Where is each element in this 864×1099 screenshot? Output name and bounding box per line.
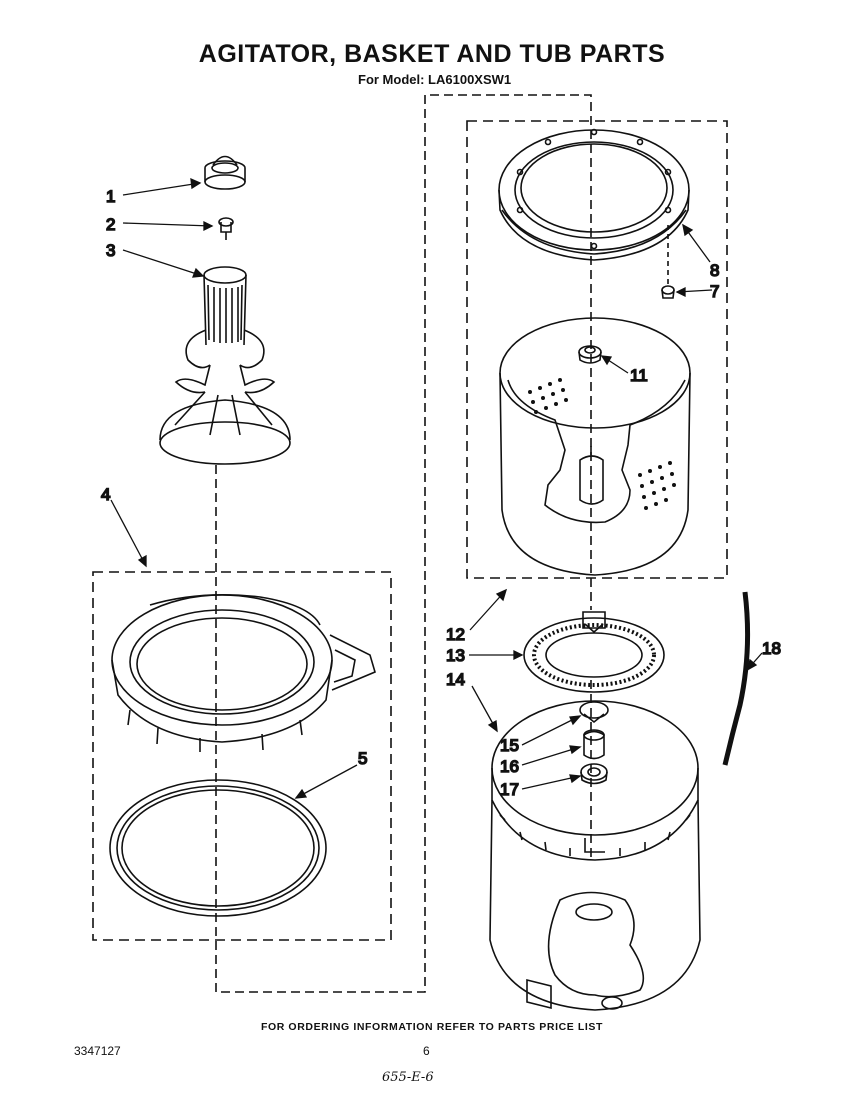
part-4-group-box [92,571,392,941]
basket-ring-screw-part [661,285,675,299]
callout-17: 17 [500,780,519,799]
handwritten-note: 655-E-6 [382,1070,434,1085]
callout-7: 7 [710,282,719,301]
callout-8: 8 [710,261,719,280]
callout-11: 11 [630,366,648,385]
hose-part [722,591,751,766]
callout-18: 18 [762,639,781,658]
assembly-centerline [215,94,592,993]
retaining-clip-part [579,701,609,724]
callout-1: 1 [106,187,115,206]
callout-16: 16 [500,757,519,776]
callout-14: 14 [446,670,465,689]
tub-seal-ring-part [109,779,327,917]
agitator-part [159,266,291,465]
part-12-group-box [466,120,728,579]
callout-4: 4 [101,485,110,504]
callout-3: 3 [106,241,115,260]
basket-nut-part [578,345,602,364]
document-number: 3347127 [74,1044,121,1058]
tub-seal-part [580,763,608,785]
ordering-info-note: FOR ORDERING INFORMATION REFER TO PARTS … [260,1021,604,1033]
model-line: For Model: LA6100XSW1 [358,72,512,87]
callout-12: 12 [446,625,465,644]
agitator-cap-part [204,155,246,190]
basket-drive-plate-part [523,611,665,693]
wash-basket-part [499,317,691,576]
callout-2: 2 [106,215,115,234]
agitator-fastener-part [218,217,234,240]
page-number: 6 [423,1044,430,1058]
tub-ring-part [111,594,376,752]
outer-tub-part [489,700,701,1011]
basket-ring-part [498,128,690,261]
callout-leaders [110,177,763,799]
callout-5: 5 [358,749,367,768]
drive-hub-part [583,729,605,760]
diagram-title: AGITATOR, BASKET AND TUB PARTS [198,40,666,68]
callout-15: 15 [500,736,519,755]
callout-13: 13 [446,646,465,665]
